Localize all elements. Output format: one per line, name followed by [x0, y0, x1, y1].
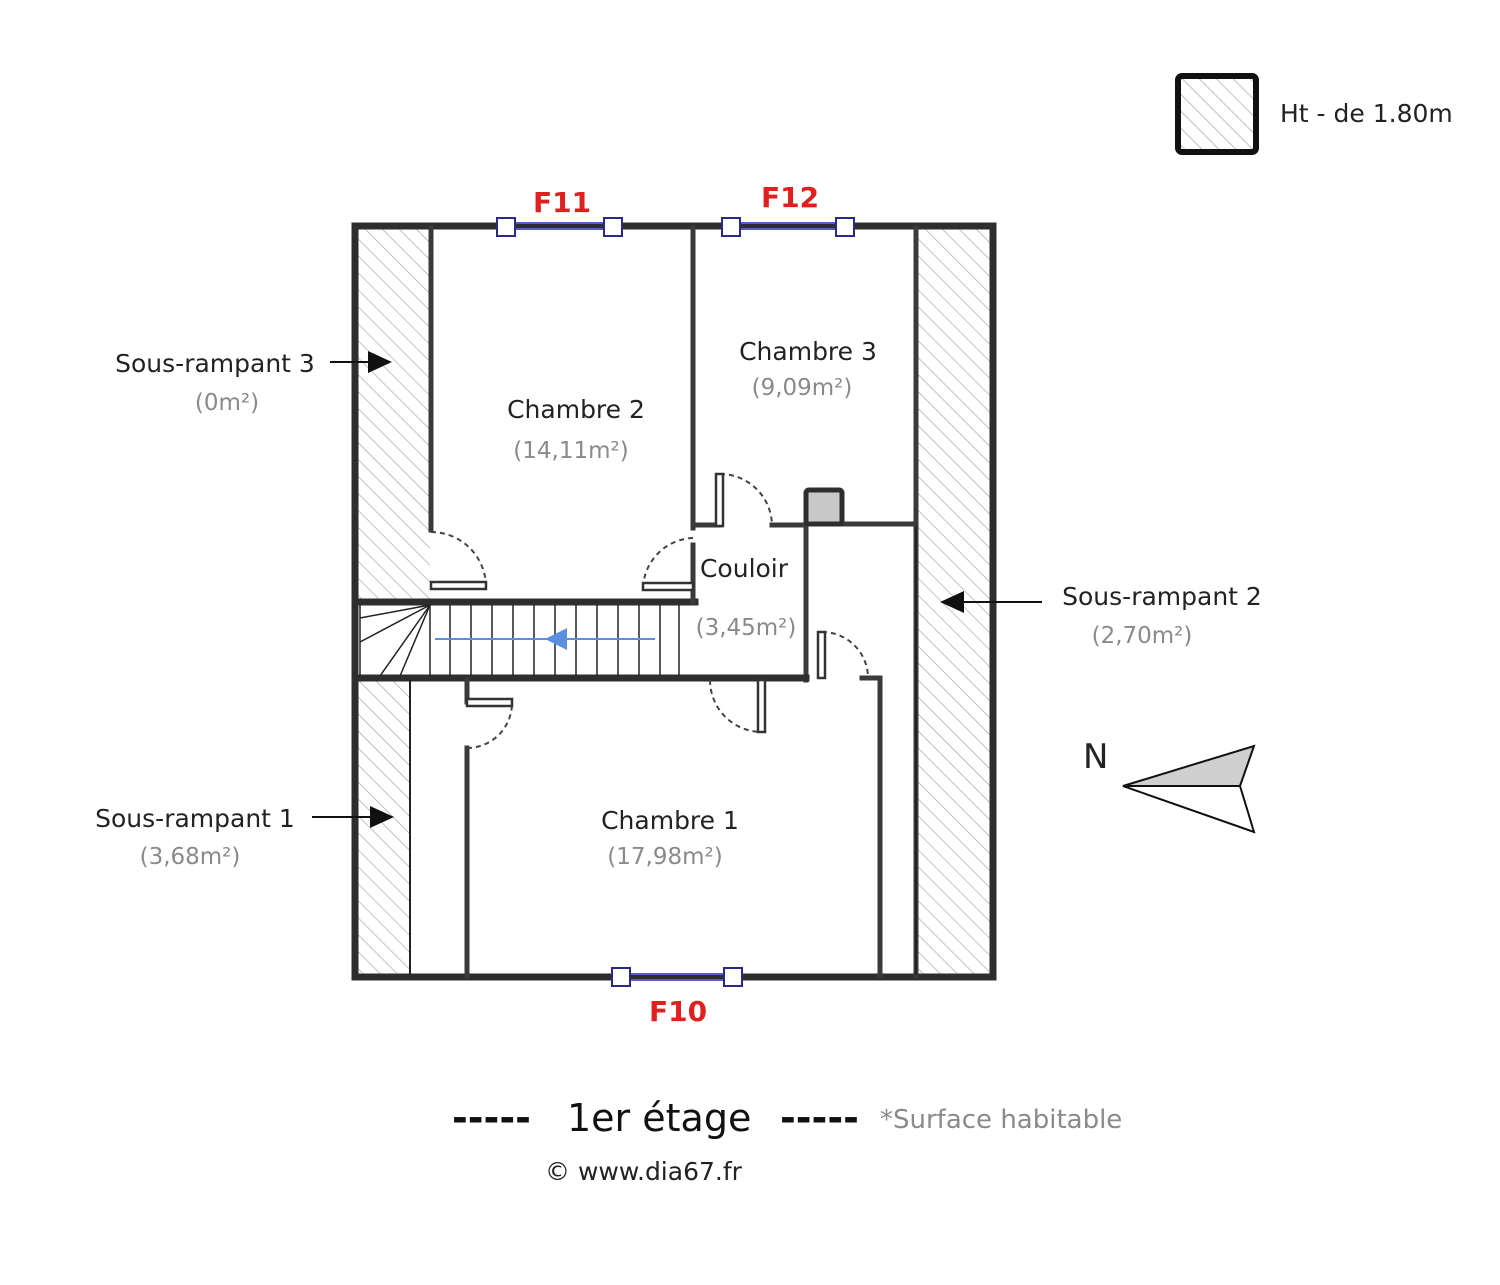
arrow-left-icon [940, 591, 964, 613]
room-chambre-2: Chambre 2 (14,11m²) [507, 395, 645, 464]
arrow-right-icon [370, 806, 394, 828]
doors [429, 472, 869, 749]
legend: Ht - de 1.80m [1175, 73, 1453, 155]
compass-north-label: N [1083, 737, 1108, 777]
callout-sous-rampant-2: Sous-rampant 2 (2,70m²) [940, 582, 1262, 649]
arrow-right-icon [368, 351, 392, 373]
footer-dashes-left: ----- [452, 1096, 531, 1140]
hatch-zone-sous-rampant-1 [357, 680, 410, 975]
staircase [359, 604, 680, 677]
room-couloir: Couloir (3,45m²) [696, 554, 797, 641]
hatch-zone-sous-rampant-3 [357, 228, 430, 600]
room-chambre-3: Chambre 3 (9,09m²) [739, 337, 877, 401]
room-area: (9,09m²) [752, 375, 853, 401]
room-area: (17,98m²) [607, 844, 722, 870]
footer-dashes-right: ----- [780, 1096, 859, 1140]
room-name: Couloir [700, 554, 789, 583]
attic-area: (0m²) [195, 390, 259, 416]
footnote-surface: *Surface habitable [880, 1105, 1122, 1135]
window-f11 [496, 217, 623, 237]
room-name: Chambre 3 [739, 337, 877, 366]
legend-label: Ht - de 1.80m [1280, 99, 1453, 128]
compass-needle-lower [1122, 785, 1256, 834]
window-label-f10: F10 [649, 995, 707, 1028]
compass-needle-icon [1122, 744, 1256, 787]
compass: N [1083, 737, 1256, 834]
room-name: Chambre 2 [507, 395, 645, 424]
room-chambre-1: Chambre 1 (17,98m²) [601, 806, 739, 870]
stair-direction-arrow-icon [545, 628, 567, 650]
attic-name: Sous-rampant 2 [1062, 582, 1262, 611]
legend-hatch-swatch [1175, 73, 1259, 155]
chimney [803, 487, 845, 527]
floor-title: 1er étage [567, 1096, 751, 1140]
window-f12 [721, 217, 855, 237]
attic-name: Sous-rampant 1 [95, 804, 295, 833]
window-label-f11: F11 [533, 186, 591, 219]
attic-name: Sous-rampant 3 [115, 349, 315, 378]
attic-area: (3,68m²) [140, 844, 241, 870]
callout-sous-rampant-1: Sous-rampant 1 (3,68m²) [95, 804, 394, 870]
attic-area: (2,70m²) [1092, 623, 1193, 649]
window-label-f12: F12 [761, 181, 819, 214]
room-name: Chambre 1 [601, 806, 739, 835]
window-f10 [611, 967, 743, 987]
footer: ----- 1er étage ----- *Surface habitable… [452, 1096, 1122, 1186]
room-area: (3,45m²) [696, 615, 797, 641]
copyright: © www.dia67.fr [545, 1157, 743, 1186]
room-area: (14,11m²) [513, 438, 628, 464]
callout-sous-rampant-3: Sous-rampant 3 (0m²) [115, 349, 392, 416]
